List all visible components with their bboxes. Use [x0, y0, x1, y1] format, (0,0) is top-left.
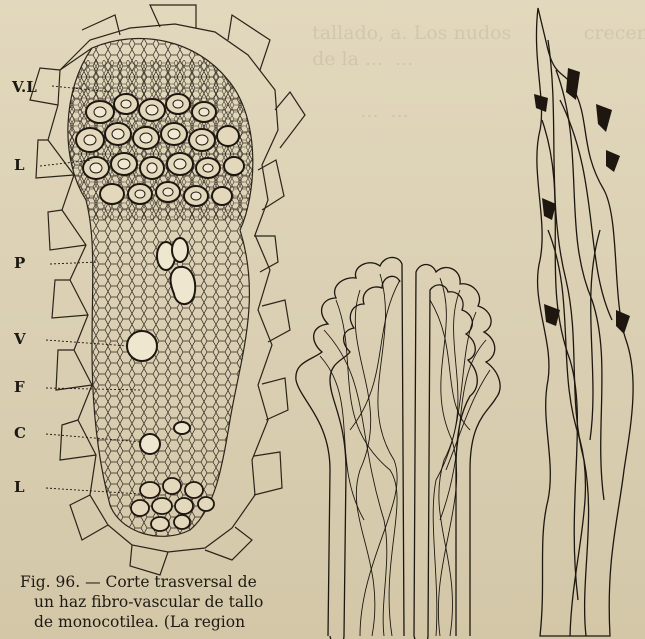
- label-l-top: L: [14, 156, 25, 174]
- caption-line-2: un haz fibro-vascular de tallo: [20, 592, 292, 612]
- longitudinal-section-figure: [296, 257, 500, 639]
- label-f: F: [14, 378, 25, 396]
- label-p: P: [14, 254, 25, 272]
- caption-line-3: de monocotilea. (La region: [20, 612, 292, 632]
- label-v: V: [14, 330, 26, 348]
- fibrous-stem-figure: [534, 8, 633, 636]
- caption-line-1: Fig. 96. — Corte trasversal de: [20, 572, 292, 592]
- label-vl: V.L: [12, 78, 37, 96]
- figure-caption: Fig. 96. — Corte trasversal de un haz fi…: [20, 572, 292, 632]
- cross-section-figure: [30, 5, 305, 575]
- label-l-bottom: L: [14, 478, 25, 496]
- label-c: C: [14, 424, 26, 442]
